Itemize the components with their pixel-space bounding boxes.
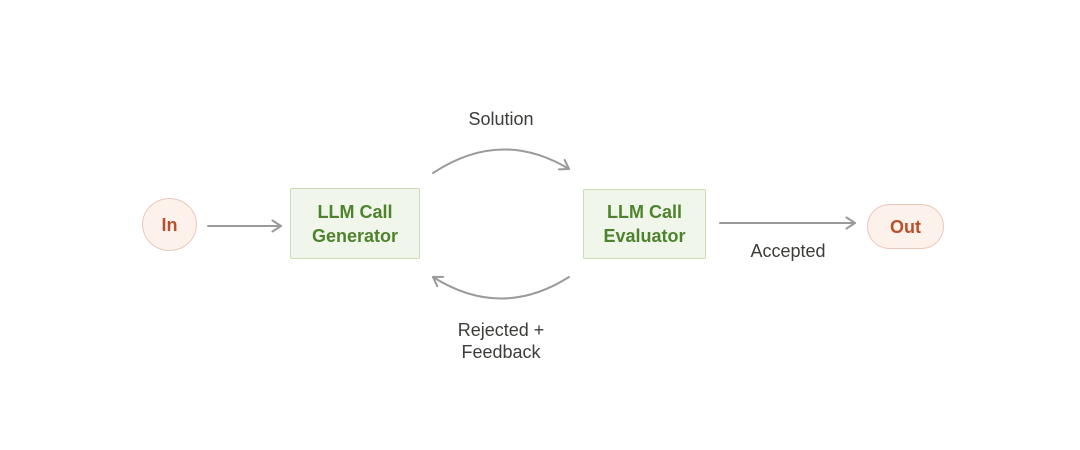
edge-rejected-curve <box>432 275 570 300</box>
node-in-label: In <box>161 214 178 235</box>
node-out-label: Out <box>890 216 921 237</box>
edge-label-accepted: Accepted <box>750 241 826 261</box>
node-out: Out <box>867 204 944 249</box>
edge-label-solution: Solution <box>468 109 534 129</box>
node-generator-label: LLM Call Generator <box>311 201 399 246</box>
node-llm-call-evaluator: LLM Call Evaluator <box>583 189 706 259</box>
edge-solution-curve <box>432 148 570 174</box>
node-evaluator-label: LLM Call Evaluator <box>603 202 686 246</box>
edge-label-rejected-feedback: Rejected + Feedback <box>457 320 545 362</box>
node-in: In <box>142 198 197 251</box>
node-llm-call-generator: LLM Call Generator <box>290 188 420 259</box>
